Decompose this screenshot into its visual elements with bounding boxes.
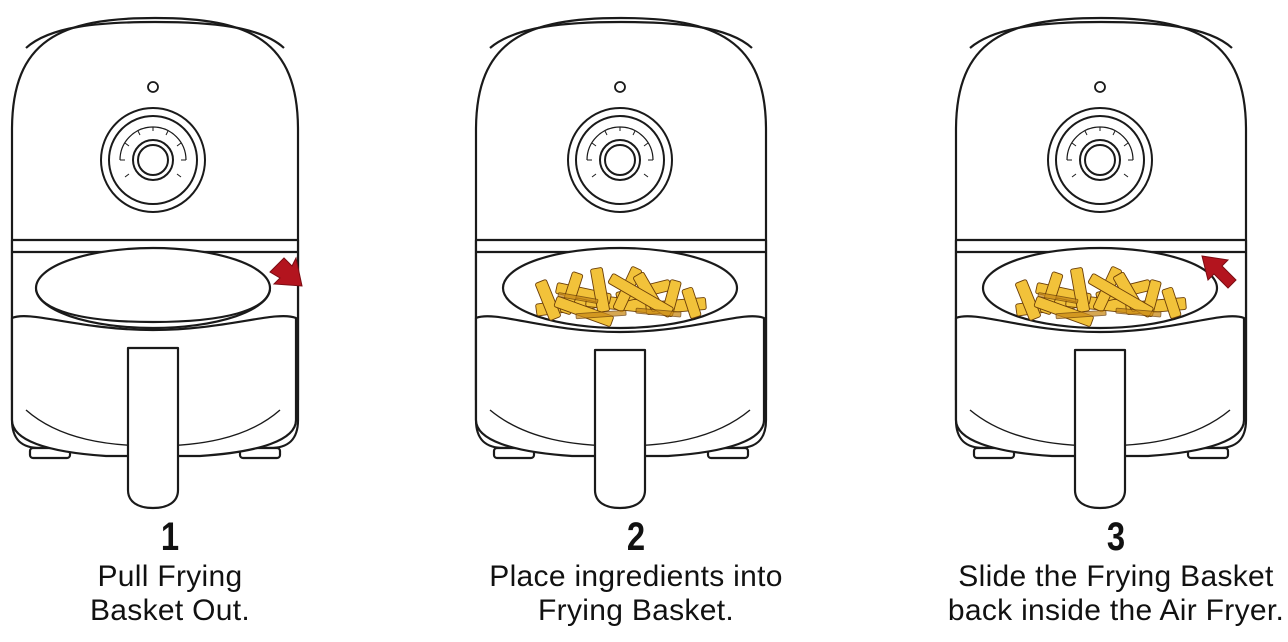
in-arrow-icon	[1201, 255, 1237, 289]
step-caption: 1 Pull Frying Basket Out.	[0, 514, 380, 628]
frying-basket-front	[474, 315, 766, 510]
step-number: 1	[160, 515, 180, 559]
step-1: 1 Pull Frying Basket Out.	[0, 0, 340, 642]
indicator-light-icon	[1094, 81, 1106, 93]
step-instruction-line-1: Slide the Frying Basket	[958, 560, 1274, 593]
step-number: 2	[626, 515, 646, 559]
step-3: 3 Slide the Frying Basket back inside th…	[946, 0, 1286, 642]
step-2: 2 Place ingredients into Frying Basket.	[466, 0, 806, 642]
step-caption: 2 Place ingredients into Frying Basket.	[426, 514, 846, 628]
indicator-light-icon	[614, 81, 626, 93]
step-instruction-line-2: back inside the Air Fryer.	[947, 594, 1285, 627]
french-fries-icon	[1015, 266, 1187, 327]
indicator-light-icon	[147, 81, 159, 93]
step-number: 3	[1106, 515, 1126, 559]
step-instruction-line-2: Frying Basket.	[538, 594, 734, 627]
air-fryer-illustration	[10, 16, 303, 510]
timer-dial-icon	[100, 107, 206, 213]
out-arrow-icon	[269, 256, 303, 287]
air-fryer-illustration	[954, 16, 1248, 510]
step-instruction-line-2: Basket Out.	[89, 594, 251, 627]
step-instruction-line-1: Place ingredients into	[489, 560, 783, 593]
frying-basket	[10, 246, 298, 510]
step-instruction-line-1: Pull Frying	[97, 560, 243, 593]
step-caption: 3 Slide the Frying Basket back inside th…	[906, 514, 1288, 628]
timer-dial-icon	[567, 107, 673, 213]
frying-basket-front	[954, 315, 1246, 510]
french-fries-icon	[535, 266, 707, 327]
air-fryer-illustration	[474, 16, 768, 510]
timer-dial-icon	[1047, 107, 1153, 213]
